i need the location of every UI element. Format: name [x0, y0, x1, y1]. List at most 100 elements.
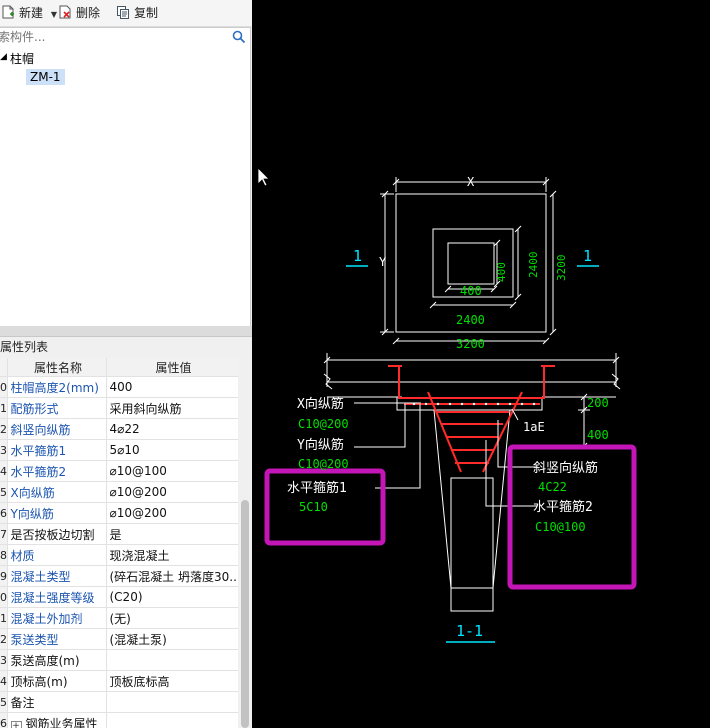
property-value[interactable]: (混凝土泵): [106, 628, 239, 650]
header-num: [0, 358, 8, 377]
plan-dim-400-v: 400: [495, 262, 508, 282]
scrollbar-thumb[interactable]: [241, 500, 249, 728]
new-button-label: 新建: [19, 6, 44, 20]
property-name: 水平箍筋1: [7, 439, 107, 461]
property-row-index: 3: [0, 439, 8, 461]
value-x-bar: C10@200: [298, 417, 349, 431]
tree-expand-icon[interactable]: ◢: [0, 52, 7, 62]
label-diag: 斜竖向纵筋: [533, 460, 598, 476]
property-value[interactable]: 4⌀22: [106, 418, 239, 440]
highlight-box-hoop1: [264, 468, 386, 546]
section-title: 1-1: [456, 622, 483, 640]
value-y-bar: C10@200: [298, 457, 349, 471]
property-row[interactable]: 6+钢筋业务属性: [0, 712, 239, 728]
property-row-index: 6: [0, 502, 8, 524]
property-row-index: 0: [0, 586, 8, 608]
search-input[interactable]: [0, 28, 223, 46]
property-value[interactable]: (C20): [106, 586, 239, 608]
cad-drawing-canvas[interactable]: X Y 400 2400 3200 400 2400 3200 1 1 X向纵筋…: [252, 0, 710, 728]
property-value[interactable]: [106, 712, 239, 728]
new-file-icon: [1, 5, 15, 19]
value-hoop2: C10@100: [535, 520, 586, 534]
property-value[interactable]: (碎石混凝土 坍落度30...: [106, 565, 239, 587]
component-tree: ◢ 柱帽 ZM-1: [0, 48, 251, 326]
property-value[interactable]: [106, 649, 239, 671]
property-row-index: 8: [0, 544, 8, 566]
tree-node-zhumao[interactable]: 柱帽: [10, 52, 35, 66]
search-icon[interactable]: [232, 30, 246, 44]
property-value[interactable]: 采用斜向纵筋: [106, 397, 239, 419]
copy-button[interactable]: 复制: [116, 4, 158, 22]
delete-button-label: 删除: [76, 6, 101, 20]
toolbar: 新建 ▼ 删除 复制: [0, 0, 252, 27]
property-grid-scrollbar[interactable]: [238, 358, 252, 728]
property-row-index: 2: [0, 418, 8, 440]
plan-dim-2400-h: 2400: [456, 313, 485, 327]
properties-title: 属性列表: [0, 337, 252, 357]
property-value[interactable]: (无): [106, 607, 239, 629]
expand-plus-icon[interactable]: +: [10, 720, 22, 728]
dim-200: 200: [587, 396, 609, 410]
property-row-index: 1: [0, 607, 8, 629]
copy-icon: [116, 5, 130, 19]
plan-section-left-label: 1: [353, 247, 362, 265]
plan-dim-2400-v: 2400: [527, 252, 540, 279]
property-row-index: 4: [0, 670, 8, 692]
property-row-index: 0: [0, 376, 8, 398]
plan-dim-y: Y: [379, 255, 387, 269]
header-value: 属性值: [106, 358, 239, 377]
panel-splitter[interactable]: [0, 326, 252, 337]
property-name: 备注: [7, 691, 107, 713]
section-rebars: [388, 365, 555, 473]
new-button[interactable]: 新建 ▼: [1, 4, 57, 22]
property-row-index: 5: [0, 691, 8, 713]
property-name: X向纵筋: [7, 481, 107, 503]
plan-section-right-label: 1: [583, 247, 592, 265]
property-value[interactable]: ⌀10@200: [106, 481, 239, 503]
plan-dim-3200-h: 3200: [456, 337, 485, 351]
left-panel: 新建 ▼ 删除 复制 ◢ 柱帽 ZM-1 属性列表: [0, 0, 252, 728]
property-name: +钢筋业务属性: [7, 712, 107, 728]
chevron-down-icon[interactable]: ▼: [50, 10, 57, 19]
property-value[interactable]: 顶板底标高: [106, 670, 239, 692]
property-name: 配筋形式: [7, 397, 107, 419]
section-leader-lines: [354, 402, 537, 507]
plan-dim-400-h: 400: [460, 284, 482, 298]
label-y-bar: Y向纵筋: [297, 437, 344, 453]
property-value[interactable]: 5⌀10: [106, 439, 239, 461]
delete-icon: [58, 5, 72, 19]
property-value[interactable]: ⌀10@200: [106, 502, 239, 524]
property-value[interactable]: 现浇混凝土: [106, 544, 239, 566]
property-value[interactable]: 是: [106, 523, 239, 545]
property-name: 水平箍筋2: [7, 460, 107, 482]
property-row-index: 5: [0, 481, 8, 503]
header-name: 属性名称: [7, 358, 107, 377]
property-name: 是否按板边切割: [7, 523, 107, 545]
tree-node-zm-1[interactable]: ZM-1: [26, 69, 65, 85]
property-name: 混凝土外加剂: [7, 607, 107, 629]
property-value[interactable]: ⌀10@100: [106, 460, 239, 482]
property-value[interactable]: 400: [106, 376, 239, 398]
highlight-box-diag-hoop2: [507, 444, 637, 590]
label-lae: 1aE: [523, 420, 545, 434]
property-value[interactable]: [106, 691, 239, 713]
delete-button[interactable]: 删除: [58, 4, 100, 22]
copy-button-label: 复制: [134, 6, 159, 20]
mouse-cursor-icon: [257, 167, 270, 187]
